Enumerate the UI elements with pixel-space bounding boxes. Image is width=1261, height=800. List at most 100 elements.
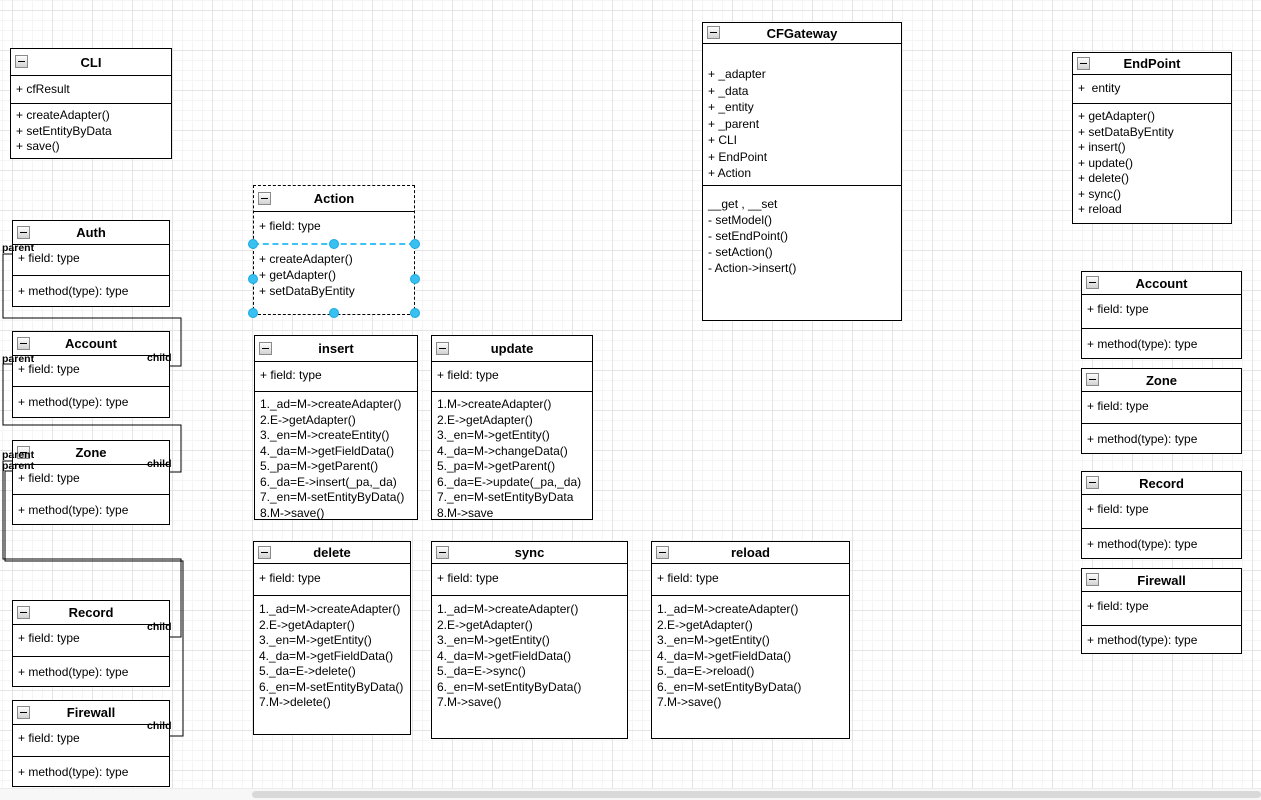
member-line[interactable]: 5._pa=M->getParent(): [260, 459, 379, 473]
member-line[interactable]: - Action->insert(): [708, 261, 797, 275]
class-title-row[interactable]: Action: [254, 186, 414, 211]
selection-handle[interactable]: [329, 308, 339, 318]
member-line[interactable]: 1._ad=M->createAdapter(): [437, 602, 579, 616]
member-line[interactable]: + method(type): type: [18, 765, 129, 779]
member-line[interactable]: + _entity: [708, 100, 754, 114]
member-line[interactable]: + field: type: [18, 251, 80, 265]
class-title-row[interactable]: insert: [255, 336, 417, 361]
member-line[interactable]: + field: type: [437, 571, 499, 585]
class-title-row[interactable]: Zone: [1082, 369, 1241, 391]
class-title-row[interactable]: CLI: [11, 49, 171, 75]
member-line[interactable]: + method(type): type: [18, 284, 129, 298]
member-line[interactable]: + field: type: [18, 631, 80, 645]
member-line[interactable]: + method(type): type: [18, 665, 129, 679]
member-line[interactable]: 3._en=M->createEntity(): [260, 428, 390, 442]
edge-label-parent[interactable]: parent: [2, 353, 35, 365]
member-line[interactable]: + getAdapter(): [259, 268, 337, 282]
member-line[interactable]: 2.E->getAdapter(): [437, 617, 533, 632]
member-line[interactable]: + reload: [1078, 202, 1122, 216]
member-line[interactable]: 4._da=M->getFieldData(): [657, 648, 792, 663]
member-line[interactable]: - setEndPoint(): [708, 229, 789, 243]
class-title-row[interactable]: Record: [1082, 472, 1241, 494]
class-title-row[interactable]: Record: [13, 601, 169, 624]
selection-handle[interactable]: [410, 239, 420, 249]
class-title-row[interactable]: update: [432, 336, 592, 361]
class-action[interactable]: Action + field: type + createAdapter() + ge…: [253, 185, 415, 315]
scrollbar-thumb[interactable]: [252, 791, 1261, 798]
selection-handle[interactable]: [329, 239, 339, 249]
member-line[interactable]: 6._en=M-setEntityByData(): [437, 679, 582, 694]
selection-handle[interactable]: [410, 273, 420, 284]
member-line[interactable]: + EndPoint: [708, 149, 768, 164]
class-record-left[interactable]: Record + field: type + method(type): type: [12, 600, 170, 687]
member-line[interactable]: - setAction(): [708, 245, 773, 259]
edge-label-parent[interactable]: parent: [2, 460, 35, 472]
member-line[interactable]: + delete(): [1078, 171, 1130, 185]
member-line[interactable]: 2.E->getAdapter(): [259, 617, 355, 632]
selection-handle[interactable]: [248, 239, 258, 249]
member-line[interactable]: + CLI: [708, 133, 738, 147]
member-line[interactable]: + setEntityByData: [16, 123, 112, 138]
member-line[interactable]: + createAdapter(): [259, 252, 353, 266]
member-line[interactable]: 2.E->getAdapter(): [437, 412, 533, 427]
member-line[interactable]: 6._da=E->update(_pa,_da): [437, 474, 582, 489]
edge-label-child[interactable]: child: [147, 352, 172, 364]
member-line[interactable]: 3._en=M->getEntity(): [437, 633, 550, 647]
member-line[interactable]: + field: type: [18, 731, 80, 745]
collapse-minus-icon[interactable]: [1086, 276, 1099, 289]
member-line[interactable]: 7.M->save(): [437, 695, 502, 709]
member-line[interactable]: 7.M->delete(): [259, 695, 331, 709]
collapse-minus-icon[interactable]: [436, 545, 449, 559]
member-line[interactable]: 3._en=M->getEntity(): [657, 633, 770, 647]
collapse-minus-icon[interactable]: [17, 225, 30, 239]
member-line[interactable]: 1._ad=M->createAdapter(): [259, 602, 401, 616]
member-line[interactable]: 3._en=M->getEntity(): [437, 428, 550, 442]
member-line[interactable]: 2.E->getAdapter(): [260, 412, 356, 427]
collapse-minus-icon[interactable]: [656, 545, 669, 559]
member-line[interactable]: + _data: [708, 83, 749, 98]
member-line[interactable]: 5._da=E->sync(): [437, 664, 526, 678]
collapse-minus-icon[interactable]: [258, 191, 271, 205]
class-title-row[interactable]: Zone: [13, 441, 169, 464]
collapse-minus-icon[interactable]: [436, 341, 449, 355]
class-record-right[interactable]: Record + field: type + method(type): type: [1081, 471, 1242, 559]
selection-handle[interactable]: [248, 273, 258, 284]
member-line[interactable]: + update(): [1078, 155, 1134, 170]
member-line[interactable]: + save(): [16, 139, 60, 153]
member-line[interactable]: + field: type: [18, 471, 80, 485]
collapse-minus-icon[interactable]: [1086, 476, 1099, 489]
class-account-right[interactable]: Account+ field: type+ method(type): type: [1081, 271, 1242, 359]
class-sync[interactable]: sync + field: type 1._ad=M->createAdapter(…: [431, 541, 628, 739]
member-line[interactable]: + method(type): type: [18, 395, 129, 409]
collapse-minus-icon[interactable]: [259, 341, 272, 355]
member-line[interactable]: 7.M->save(): [657, 695, 722, 709]
class-title-row[interactable]: sync: [432, 542, 627, 563]
member-line[interactable]: + field: type: [1087, 302, 1149, 316]
member-line[interactable]: 6._da=E->insert(_pa,_da): [260, 474, 397, 489]
member-line[interactable]: 8.M->save: [437, 505, 494, 520]
member-line[interactable]: + _adapter: [708, 67, 766, 81]
member-line[interactable]: + field: type: [1087, 502, 1149, 516]
member-line[interactable]: + field: type: [259, 219, 321, 233]
member-line[interactable]: + Action: [708, 166, 752, 180]
member-line[interactable]: 4._da=M->changeData(): [437, 443, 568, 458]
class-title-row[interactable]: delete: [254, 542, 410, 563]
class-cfgateway[interactable]: CFGateway+ _adapter+ _data+ _entity+ _pa…: [702, 22, 902, 321]
horizontal-scrollbar[interactable]: [0, 788, 1261, 800]
member-line[interactable]: + field: type: [259, 571, 321, 585]
member-line[interactable]: + setDataByEntity: [259, 284, 355, 298]
class-delete[interactable]: delete + field: type 1._ad=M->createAdapte…: [253, 541, 411, 735]
member-line[interactable]: 5._pa=M->getParent(): [437, 459, 556, 473]
member-line[interactable]: 2.E->getAdapter(): [657, 617, 753, 632]
member-line[interactable]: 1._ad=M->createAdapter(): [657, 602, 799, 616]
class-zone-left[interactable]: Zone+ field: type+ method(type): type: [12, 440, 170, 525]
class-zone-right[interactable]: Zone+ field: type+ method(type): type: [1081, 368, 1242, 454]
member-line[interactable]: 1.M->createAdapter(): [437, 397, 552, 411]
member-line[interactable]: + setDataByEntity: [1078, 124, 1174, 139]
edge-label-child[interactable]: child: [147, 458, 172, 470]
class-title-row[interactable]: Firewall: [1082, 569, 1241, 591]
member-line[interactable]: + method(type): type: [1087, 537, 1198, 551]
member-line[interactable]: 3._en=M->getEntity(): [259, 633, 372, 647]
